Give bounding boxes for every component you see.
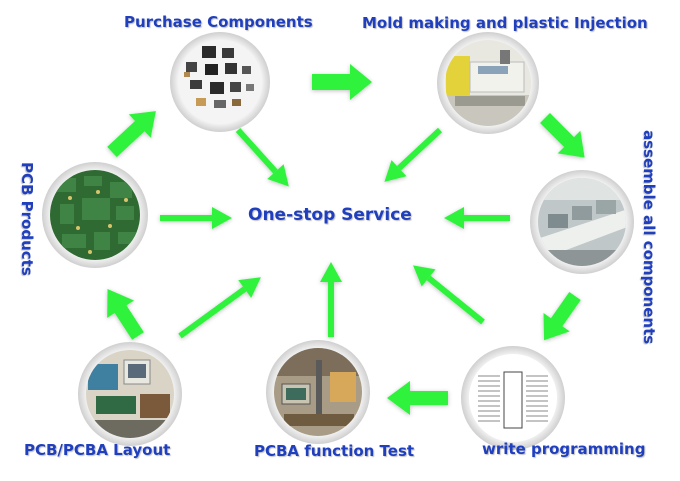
- label-function-test: PCBA function Test: [254, 442, 415, 460]
- label-purchase-components: Purchase Components: [124, 13, 313, 31]
- label-assemble: assemble all components: [640, 130, 658, 345]
- arrow-mold-to-assemble: [540, 113, 585, 158]
- label-pcb-products: PCB Products: [18, 162, 36, 276]
- arrow-test-to-center: [320, 262, 342, 337]
- arrow-programming-to-center: [413, 265, 485, 325]
- label-mold-making: Mold making and plastic Injection: [362, 14, 648, 32]
- green-pcb-board-photo: [50, 170, 140, 260]
- node-function-test: [266, 340, 370, 444]
- electronic-components-photo: [178, 40, 262, 124]
- center-label: One-stop Service: [248, 205, 412, 225]
- arrow-purchase-to-center: [235, 127, 289, 187]
- arrow-mold-to-center: [384, 127, 443, 182]
- node-pcb-layout: [78, 342, 182, 446]
- arrow-purchase-to-mold: [312, 64, 372, 100]
- test-fixture-photo: [274, 348, 362, 436]
- arrow-pcb-to-purchase: [107, 111, 156, 158]
- node-mold-making: [437, 32, 539, 134]
- node-assemble: [530, 170, 634, 274]
- node-write-programming: [461, 346, 565, 450]
- arrow-assemble-to-center: [444, 207, 510, 229]
- label-write-programming: write programming: [482, 440, 646, 458]
- node-purchase-components: [170, 32, 270, 132]
- arrow-assemble-to-programming: [543, 291, 581, 341]
- label-pcb-layout: PCB/PCBA Layout: [24, 441, 171, 459]
- injection-machine-photo: [445, 40, 531, 126]
- smt-production-line-photo: [538, 178, 626, 266]
- node-pcb-products: [42, 162, 148, 268]
- flow-arrows: [107, 64, 585, 415]
- arrow-programming-to-test: [387, 381, 448, 415]
- arrow-layout-to-center: [178, 277, 261, 339]
- center-arrows: [160, 127, 510, 339]
- arrow-layout-to-pcb: [107, 289, 144, 340]
- chip-pinout-sheet-photo: [469, 354, 557, 442]
- arrow-pcb-to-center: [160, 207, 232, 229]
